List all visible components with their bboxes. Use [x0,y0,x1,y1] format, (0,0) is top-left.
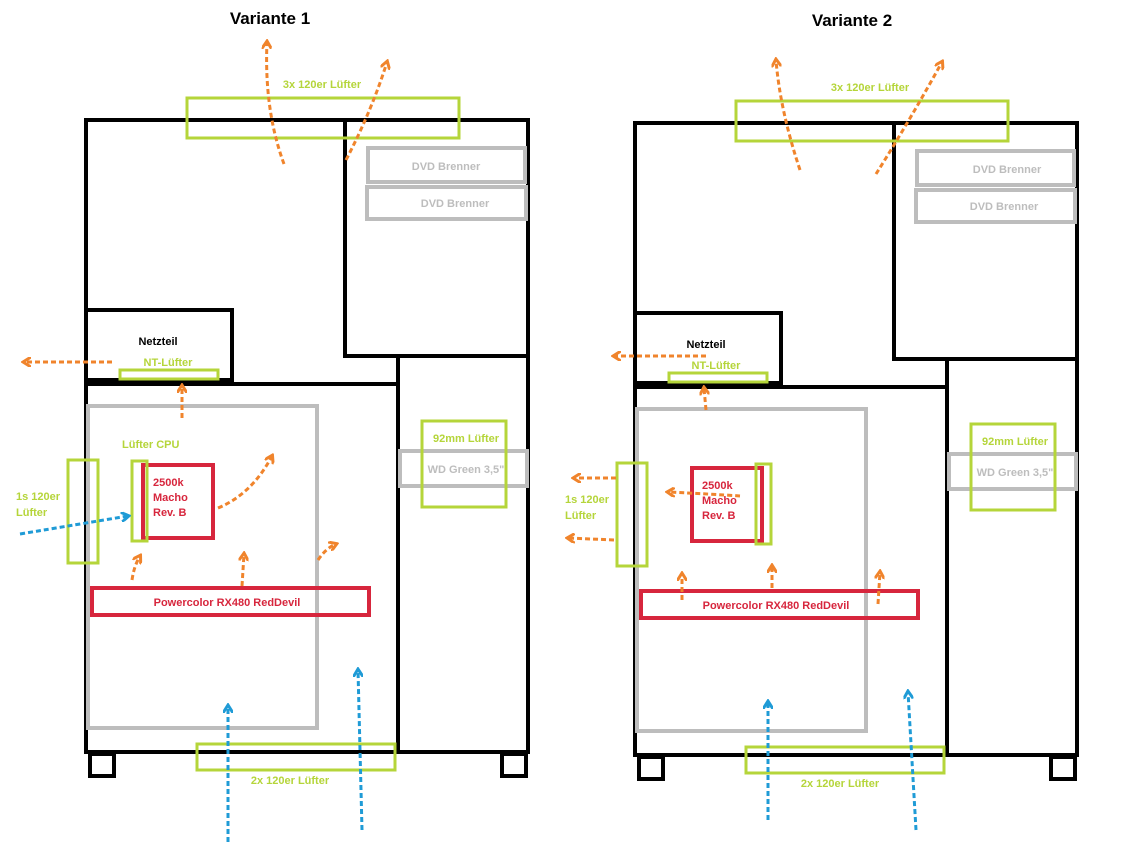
dvd-drive-2-label: DVD Brenner [421,198,490,210]
rear-fan-label-line1: 1s 120er [565,494,610,506]
bottom-fans-label: 2x 120er Lüfter [801,778,880,790]
mainboard [635,407,868,733]
psu-fan-label: NT-Lüfter [692,360,742,372]
dvd-drive-1-label: DVD Brenner [412,161,481,173]
exhaust-arrow-top [776,60,802,171]
case-foot [88,752,116,778]
rear-fan-label-line2: Lüfter [565,510,597,522]
cpu-label-line1: 2500k [153,477,184,489]
rear-fan [66,458,100,565]
rear-fan-label-line1: 1s 120er [16,491,61,503]
side-fan-92mm [420,419,508,509]
dvd-drive-2 [914,188,1077,224]
psu-fan-label: NT-Lüfter [144,357,194,369]
exhaust-arrow-top [267,42,286,165]
top-fans [185,96,461,140]
gpu [639,589,920,620]
rear-fan [615,461,649,568]
intake-arrows [19,516,364,842]
psu-fan [667,371,769,384]
cpu-label-line2: Macho [153,492,188,504]
exhaust-arrow-rear [568,538,615,540]
exhaust-arrow-cpu [217,456,272,510]
case-foot [500,752,528,778]
psu-fan [118,368,220,381]
dvd-drive-2 [365,185,528,221]
case-outline [84,118,530,778]
gpu [90,586,371,617]
cpu-fan-label: Lüfter CPU [122,439,180,451]
intake-arrow-bottom [358,670,364,831]
intake-arrow-bottom [908,692,918,831]
hdd-label: WD Green 3,5" [428,464,505,476]
drive-bay [892,121,1079,361]
variant-2-title: Variante 2 [812,11,892,30]
top-fans-label: 3x 120er Lüfter [831,82,910,94]
exhaust-arrow-gpu [242,554,244,587]
mainboard [86,404,319,730]
side-fan-92mm-label: 92mm Lüfter [433,433,500,445]
bottom-fans-label: 2x 120er Lüfter [251,775,330,787]
exhaust-arrow-top [874,62,942,175]
top-fans [734,99,1010,143]
exhaust-arrows [24,42,387,587]
hdd [947,452,1078,491]
dvd-drive-1-label: DVD Brenner [973,164,1042,176]
dvd-drive-1 [915,149,1076,187]
hdd-label: WD Green 3,5" [977,467,1054,479]
psu-label: Netzteil [686,339,725,351]
cpu-label-line1: 2500k [702,480,733,492]
exhaust-arrow-top [344,62,387,161]
cpu-fan [130,459,149,543]
bottom-fans [195,742,397,772]
variant-2: Variante 2 DVD Brenner DVD Brenner WD Gr… [565,11,1079,831]
side-fan-92mm [969,422,1057,512]
intake-arrows [768,692,918,831]
variant-1-title: Variante 1 [230,9,310,28]
cpu-cooler [690,466,764,543]
case-foot [1049,755,1077,781]
drive-bay [343,118,530,358]
exhaust-arrow-cpu [668,492,741,498]
side-fan-92mm-label: 92mm Lüfter [982,436,1049,448]
exhaust-arrow-gpu [316,544,336,561]
variant-1: Variante 1 DVD Brenner DVD Brenner WD Gr… [16,9,530,842]
gpu-label: Powercolor RX480 RedDevil [154,597,301,609]
intake-arrow-rear [19,516,128,536]
cpu-label-line3: Rev. B [702,510,735,522]
exhaust-arrow-gpu [878,572,880,605]
gpu-label: Powercolor RX480 RedDevil [703,600,850,612]
cpu-label-line2: Macho [702,495,737,507]
psu-label: Netzteil [138,336,177,348]
bottom-fans [744,745,946,775]
exhaust-arrows [568,60,942,605]
cpu-fan [754,462,773,546]
top-fans-label: 3x 120er Lüfter [283,79,362,91]
exhaust-arrow-psu-intake [704,388,706,411]
cpu-cooler [141,463,215,540]
dvd-drive-1 [366,146,527,184]
cpu-label-line3: Rev. B [153,507,186,519]
rear-fan-label-line2: Lüfter [16,507,48,519]
exhaust-arrow-gpu [130,556,140,581]
dvd-drive-2-label: DVD Brenner [970,201,1039,213]
hdd [398,449,529,488]
case-foot [637,755,665,781]
